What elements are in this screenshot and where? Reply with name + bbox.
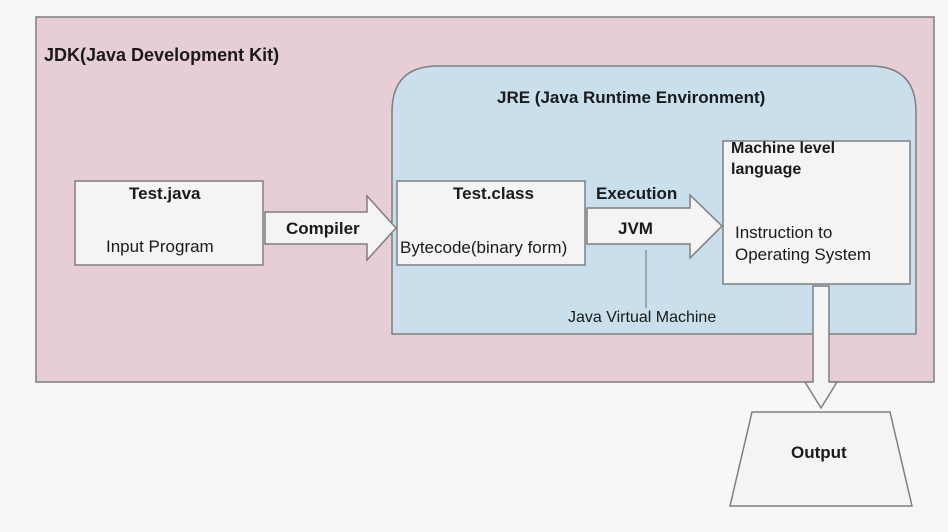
source-file-title: Test.java	[129, 184, 201, 203]
machine-code-subtitle-line2: Operating System	[735, 245, 872, 264]
machine-code-title-line1: Machine level	[731, 140, 836, 157]
machine-code-title-line2: language	[731, 161, 802, 178]
machine-code-box	[722, 140, 911, 285]
output-trapezoid	[729, 411, 913, 507]
output-arrow	[803, 285, 839, 410]
compiler-arrow	[264, 194, 398, 262]
jdk-label: JDK(Java Development Kit)	[44, 45, 280, 65]
source-file-box	[74, 180, 264, 266]
output-label: Output	[791, 443, 847, 462]
execution-label: Execution	[596, 184, 678, 203]
class-file-title: Test.class	[453, 184, 534, 203]
jvm-callout-label: Java Virtual Machine	[568, 309, 717, 326]
jvm-label: JVM	[618, 219, 653, 238]
execution-arrow	[586, 193, 724, 260]
source-file-subtitle: Input Program	[106, 237, 214, 256]
machine-code-subtitle-line1: Instruction to	[735, 223, 833, 242]
class-file-box	[396, 180, 586, 266]
compiler-label: Compiler	[286, 219, 360, 238]
class-file-subtitle: Bytecode(binary form)	[400, 238, 568, 257]
jre-label: JRE (Java Runtime Environment)	[497, 88, 766, 107]
